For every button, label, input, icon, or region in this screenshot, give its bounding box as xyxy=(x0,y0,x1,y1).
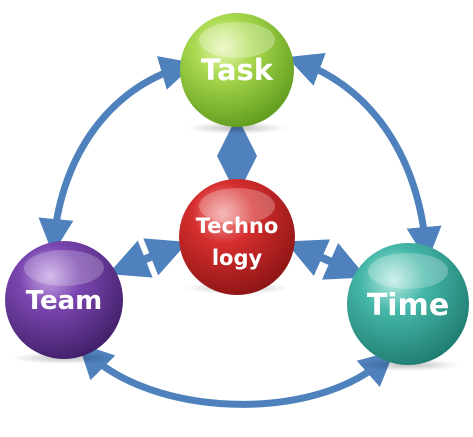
technology-label-line1: Techno xyxy=(196,214,279,238)
task-label: Task xyxy=(201,53,274,87)
node-team: Team xyxy=(5,241,123,359)
node-technology: Techno logy xyxy=(179,179,295,295)
task-shadow xyxy=(187,122,287,134)
connector-technology-team xyxy=(108,238,188,278)
time-label: Time xyxy=(367,288,449,323)
node-time: Time xyxy=(347,243,469,365)
connector-technology-time xyxy=(285,239,367,280)
connector-team-time xyxy=(78,343,395,408)
technology-label-line2: logy xyxy=(212,246,263,270)
connector-task-time xyxy=(286,52,442,262)
node-task: Task xyxy=(180,13,294,127)
team-label: Team xyxy=(26,286,103,316)
connector-task-team xyxy=(38,56,196,254)
